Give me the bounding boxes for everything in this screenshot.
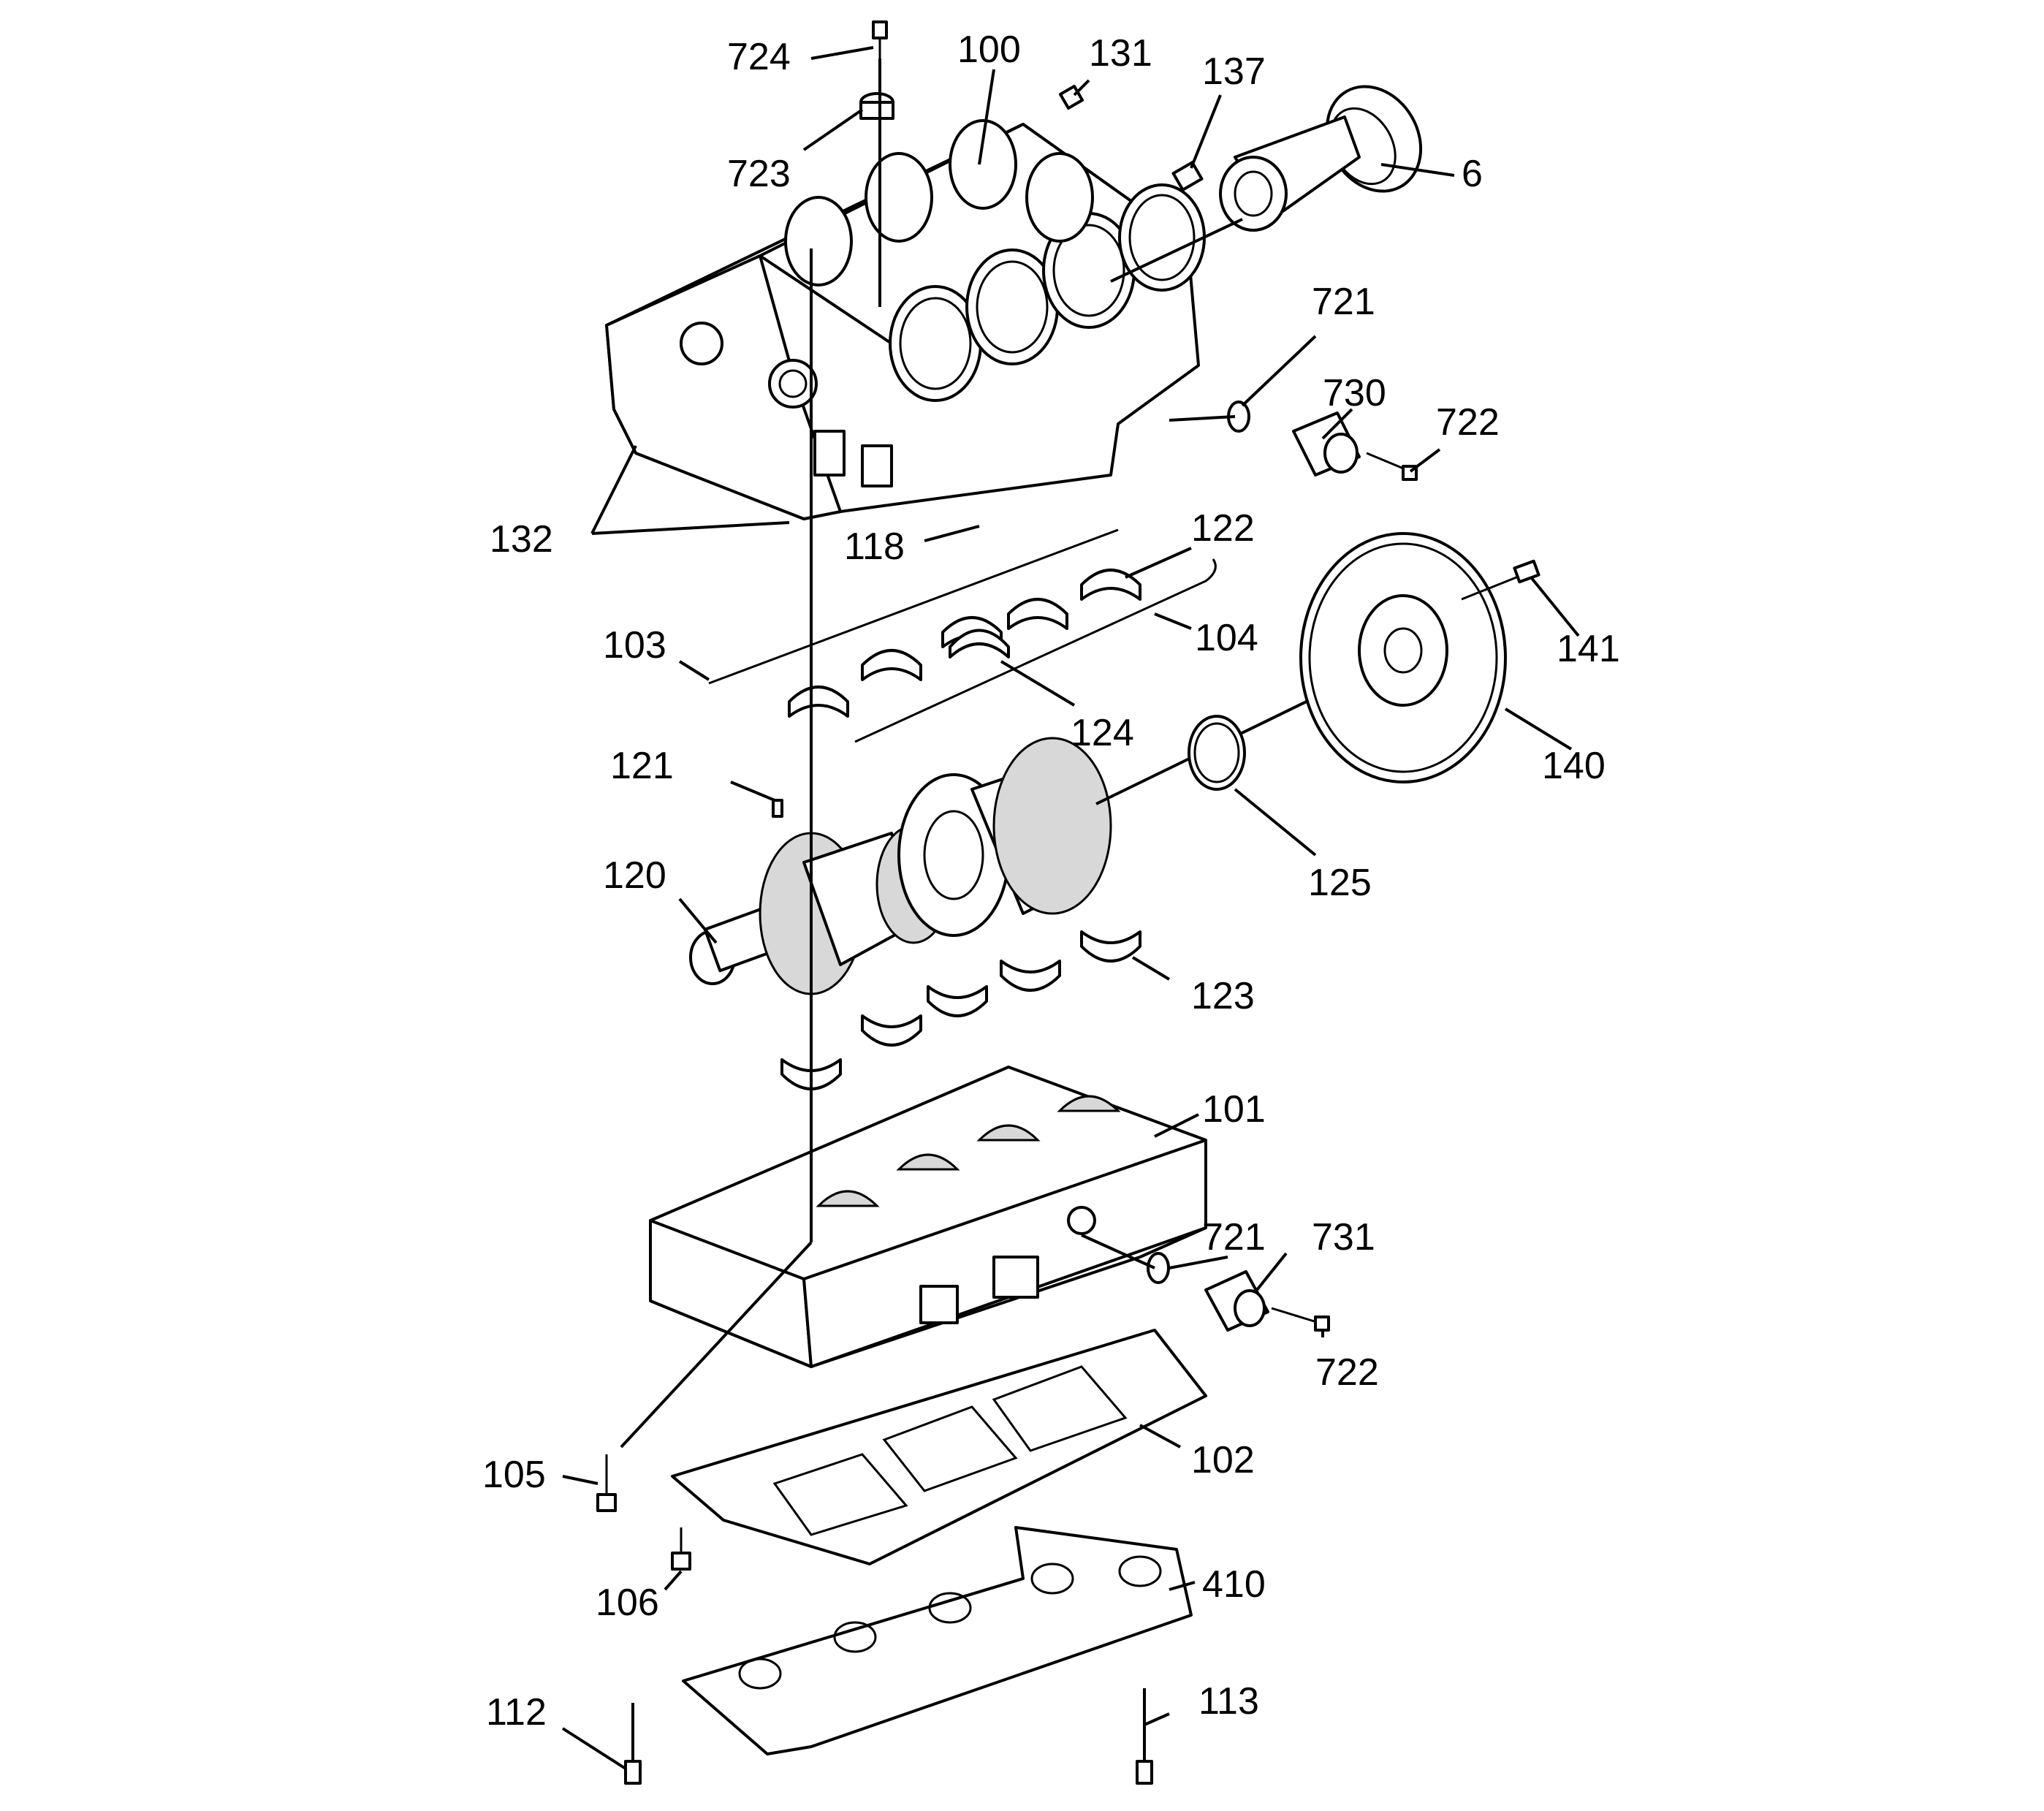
- callout-731: 731: [1312, 1216, 1375, 1258]
- oring-721-lower: [1147, 1252, 1170, 1284]
- stud-112: [624, 1703, 642, 1785]
- pin-137: [1171, 161, 1204, 191]
- callout-723: 723: [727, 153, 791, 195]
- callout-724: 724: [727, 36, 791, 78]
- bolt-105: [596, 1454, 617, 1512]
- crankshaft-120: [689, 671, 1367, 995]
- lower-crankcase-101: [649, 1066, 1207, 1368]
- windage-tray-410: [682, 1526, 1193, 1755]
- leader-lines: [561, 46, 1580, 1770]
- seal-103-104: [708, 528, 1217, 743]
- callout-721-upper: 721: [1312, 281, 1375, 323]
- bolt-106: [671, 1527, 691, 1571]
- callout-137: 137: [1202, 50, 1266, 93]
- callout-105: 105: [482, 1454, 546, 1496]
- sensor-730: [1292, 411, 1361, 477]
- callout-100: 100: [957, 29, 1021, 71]
- bolt-724: [872, 20, 888, 58]
- piston-and-rod-6: [1219, 85, 1423, 232]
- callout-140: 140: [1542, 745, 1606, 787]
- bolt-141: [1461, 559, 1540, 601]
- oil-pan-gasket-102: [671, 1329, 1207, 1565]
- bolt-722-upper: [1366, 452, 1418, 481]
- callout-112: 112: [486, 1691, 547, 1734]
- callout-722-upper: 722: [1436, 401, 1500, 444]
- sleeve-723: [859, 92, 894, 120]
- callout-722-lower: 722: [1315, 1351, 1379, 1394]
- bolt-722-lower: [1271, 1307, 1330, 1332]
- callout-730: 730: [1323, 372, 1386, 414]
- callout-106: 106: [596, 1582, 659, 1624]
- callout-118: 118: [844, 525, 905, 568]
- callout-120: 120: [603, 854, 666, 897]
- engine-block: [605, 119, 1206, 520]
- callout-131: 131: [1089, 32, 1152, 75]
- callout-124: 124: [1071, 712, 1134, 754]
- sensor-731: [1204, 1270, 1269, 1332]
- thrust-washer-124: [949, 629, 1010, 658]
- callout-labels: 724 100 131 137 723 6 721 730 722 132 11…: [482, 29, 1620, 1734]
- callout-113: 113: [1198, 1680, 1259, 1723]
- callout-122: 122: [1191, 507, 1255, 550]
- callout-132: 132: [490, 518, 553, 561]
- callout-410: 410: [1202, 1563, 1266, 1606]
- lower-bearings-123: [780, 930, 1141, 1090]
- callout-103: 103: [603, 624, 666, 667]
- callout-141: 141: [1557, 628, 1620, 670]
- callout-121: 121: [610, 745, 674, 787]
- key-121: [772, 799, 783, 818]
- stud-113: [1136, 1688, 1153, 1785]
- callout-104: 104: [1195, 617, 1258, 659]
- upper-bearings: [788, 569, 1141, 718]
- callout-125: 125: [1308, 862, 1372, 904]
- callout-6: 6: [1462, 153, 1483, 195]
- flywheel-140: [1299, 532, 1507, 783]
- callout-721-lower: 721: [1202, 1216, 1266, 1258]
- cylinder-bores: [784, 119, 1206, 402]
- rear-seal-125: [1188, 715, 1246, 791]
- callout-102: 102: [1191, 1439, 1255, 1481]
- callout-101: 101: [1202, 1088, 1266, 1131]
- callout-123: 123: [1191, 975, 1255, 1017]
